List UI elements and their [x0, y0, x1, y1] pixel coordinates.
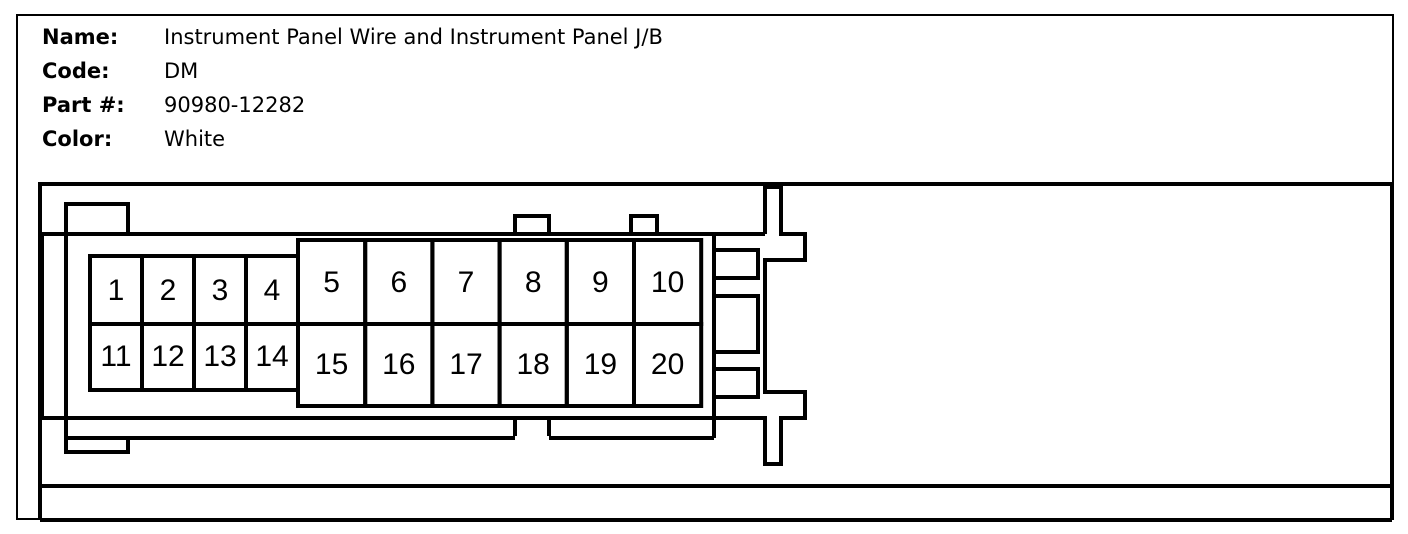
pin-cells	[88, 238, 704, 408]
pin-label-8: 8	[525, 266, 542, 299]
pin-label-14: 14	[255, 340, 288, 373]
pin-label-11: 11	[100, 340, 131, 373]
code-label: Code:	[42, 59, 110, 83]
pin-label-10: 10	[651, 266, 684, 299]
pin-label-7: 7	[458, 266, 475, 299]
pin-cell-20	[632, 322, 704, 408]
pin-label-13: 13	[203, 340, 236, 373]
pin-label-5: 5	[323, 266, 340, 299]
pin-label-6: 6	[390, 266, 407, 299]
connector-housing	[40, 185, 807, 466]
name-value: Instrument Panel Wire and Instrument Pan…	[164, 25, 663, 49]
pin-label-2: 2	[160, 274, 177, 307]
pin-label-15: 15	[315, 348, 348, 381]
pin-label-16: 16	[382, 348, 415, 381]
pin-label-20: 20	[651, 348, 684, 381]
pin-label-9: 9	[592, 266, 609, 299]
code-value: DM	[164, 59, 199, 83]
pin-label-12: 12	[151, 340, 184, 373]
pin-label-19: 19	[584, 348, 617, 381]
pin-label-17: 17	[449, 348, 482, 381]
part-number-value: 90980-12282	[164, 93, 306, 117]
pin-label-4: 4	[264, 274, 281, 307]
part-number-label: Part #:	[42, 93, 125, 117]
color-label: Color:	[42, 127, 113, 151]
pin-label-18: 18	[517, 348, 550, 381]
color-value: White	[164, 127, 226, 151]
pin-label-1: 1	[108, 274, 125, 307]
pin-label-3: 3	[212, 274, 229, 307]
name-label: Name:	[42, 25, 119, 49]
